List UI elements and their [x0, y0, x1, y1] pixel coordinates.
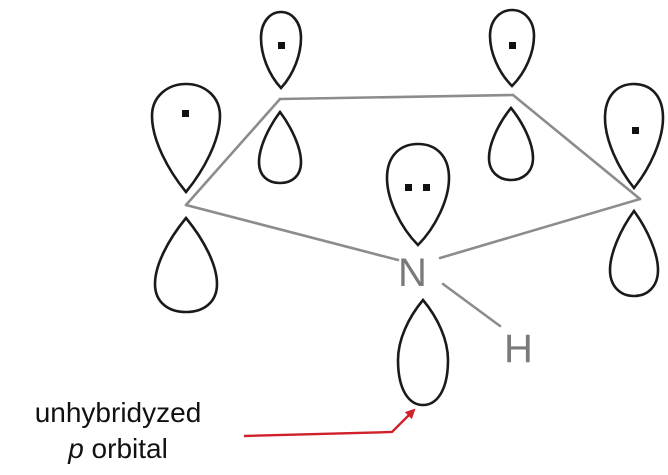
p-orbital-c3: [257, 10, 303, 185]
p-orbital-c4: [487, 8, 536, 182]
p-orbital-nitrogen: [385, 142, 451, 407]
hydrogen-label: H: [504, 327, 533, 371]
electron-dot: [423, 184, 430, 191]
bond-c2-c3: [184, 97, 282, 207]
p-orbital-c5: [603, 82, 665, 298]
orbital-lobe-upper: [603, 82, 665, 191]
orbital-lobe-upper: [385, 142, 451, 247]
electron-dot: [182, 110, 189, 117]
orbital-lobe-lower: [257, 109, 303, 185]
p-orbital-c2: [150, 82, 222, 314]
orbital-lobe-upper: [259, 10, 303, 90]
nitrogen-label: N: [398, 251, 427, 295]
bond-c4-c5: [511, 93, 642, 201]
orbital-lobe-upper: [150, 82, 222, 195]
ring-bonds: [184, 93, 642, 328]
electron-dot: [632, 127, 639, 134]
caption-line-2: p orbital: [0, 431, 236, 467]
orbital-caption: unhybridyzed p orbital: [0, 395, 236, 467]
bond-c3-c4: [278, 93, 515, 101]
orbital-lobe-lower: [608, 208, 660, 298]
caption-p-symbol: p: [68, 433, 84, 464]
caption-line-1: unhybridyzed: [34, 397, 202, 428]
caption-orbital-word: orbital: [83, 433, 168, 464]
electron-dot: [509, 42, 516, 49]
bond-n-c5: [438, 197, 642, 260]
electron-dot: [405, 184, 412, 191]
orbital-lobe-lower: [487, 105, 535, 182]
electron-dot: [278, 42, 285, 49]
bond-n-h: [441, 282, 502, 328]
orbital-lobe-lower: [396, 297, 450, 407]
bond-c2-n: [184, 203, 400, 262]
orbital-lobe-lower: [153, 215, 219, 314]
pointer-arrow: [243, 408, 416, 438]
